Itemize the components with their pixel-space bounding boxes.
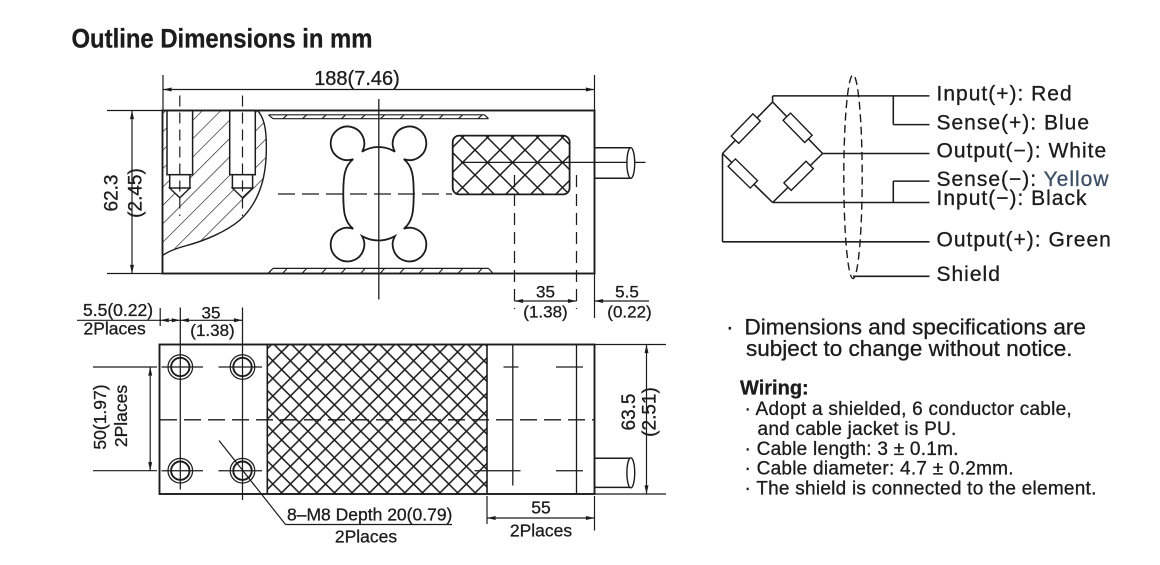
svg-text:subject to change without noti: subject to change without notice. bbox=[746, 336, 1072, 361]
svg-text:8–M8 Depth 20(0.79): 8–M8 Depth 20(0.79) bbox=[287, 505, 452, 525]
svg-text:63.5: 63.5 bbox=[619, 394, 640, 431]
svg-text:Output(−): White: Output(−): White bbox=[937, 139, 1108, 162]
svg-text:Wiring:: Wiring: bbox=[740, 377, 809, 399]
svg-text:55: 55 bbox=[531, 498, 550, 518]
svg-text:188(7.46): 188(7.46) bbox=[314, 68, 400, 90]
svg-text:50(1.97): 50(1.97) bbox=[90, 384, 110, 449]
svg-text:5.5(0.22): 5.5(0.22) bbox=[83, 300, 153, 320]
svg-text:Output(+): Green: Output(+): Green bbox=[937, 229, 1112, 252]
svg-text:Sense(−): Yellow: Sense(−): Yellow bbox=[937, 168, 1110, 191]
svg-text:(0.22): (0.22) bbox=[607, 303, 651, 322]
svg-text:2Places: 2Places bbox=[84, 319, 147, 339]
svg-text:5.5: 5.5 bbox=[615, 283, 639, 302]
svg-text:and cable jacket is PU.: and cable jacket is PU. bbox=[758, 419, 957, 440]
svg-text:· Adopt a shielded, 6 conducto: · Adopt a shielded, 6 conductor cable, bbox=[745, 399, 1072, 420]
svg-text:· Cable length: 3 ± 0.1m.: · Cable length: 3 ± 0.1m. bbox=[745, 439, 959, 460]
svg-text:Input(−): Black: Input(−): Black bbox=[937, 187, 1088, 210]
svg-text:· Cable diameter: 4.7 ± 0.2mm.: · Cable diameter: 4.7 ± 0.2mm. bbox=[745, 459, 1014, 480]
svg-text:2Places: 2Places bbox=[335, 527, 398, 547]
svg-text:Shield: Shield bbox=[937, 263, 1001, 286]
svg-text:(2.45): (2.45) bbox=[126, 168, 147, 218]
svg-text:2Places: 2Places bbox=[510, 521, 573, 541]
svg-text:(1.38): (1.38) bbox=[190, 321, 234, 340]
svg-text:62.3: 62.3 bbox=[102, 175, 123, 212]
svg-text:Input(+): Red: Input(+): Red bbox=[937, 83, 1073, 106]
svg-text:·: · bbox=[726, 313, 734, 339]
svg-text:2Places: 2Places bbox=[111, 385, 131, 448]
svg-text:· The shield is connected to t: · The shield is connected to the element… bbox=[745, 479, 1097, 500]
svg-text:35: 35 bbox=[536, 283, 555, 302]
svg-text:Dimensions and specifications: Dimensions and specifications are bbox=[745, 314, 1086, 339]
svg-text:(1.38): (1.38) bbox=[523, 303, 567, 322]
svg-text:(2.51): (2.51) bbox=[640, 387, 661, 437]
svg-text:Sense(+): Blue: Sense(+): Blue bbox=[937, 111, 1091, 134]
svg-text:35: 35 bbox=[202, 303, 221, 322]
svg-text:Outline Dimensions in mm: Outline Dimensions in mm bbox=[72, 24, 373, 54]
